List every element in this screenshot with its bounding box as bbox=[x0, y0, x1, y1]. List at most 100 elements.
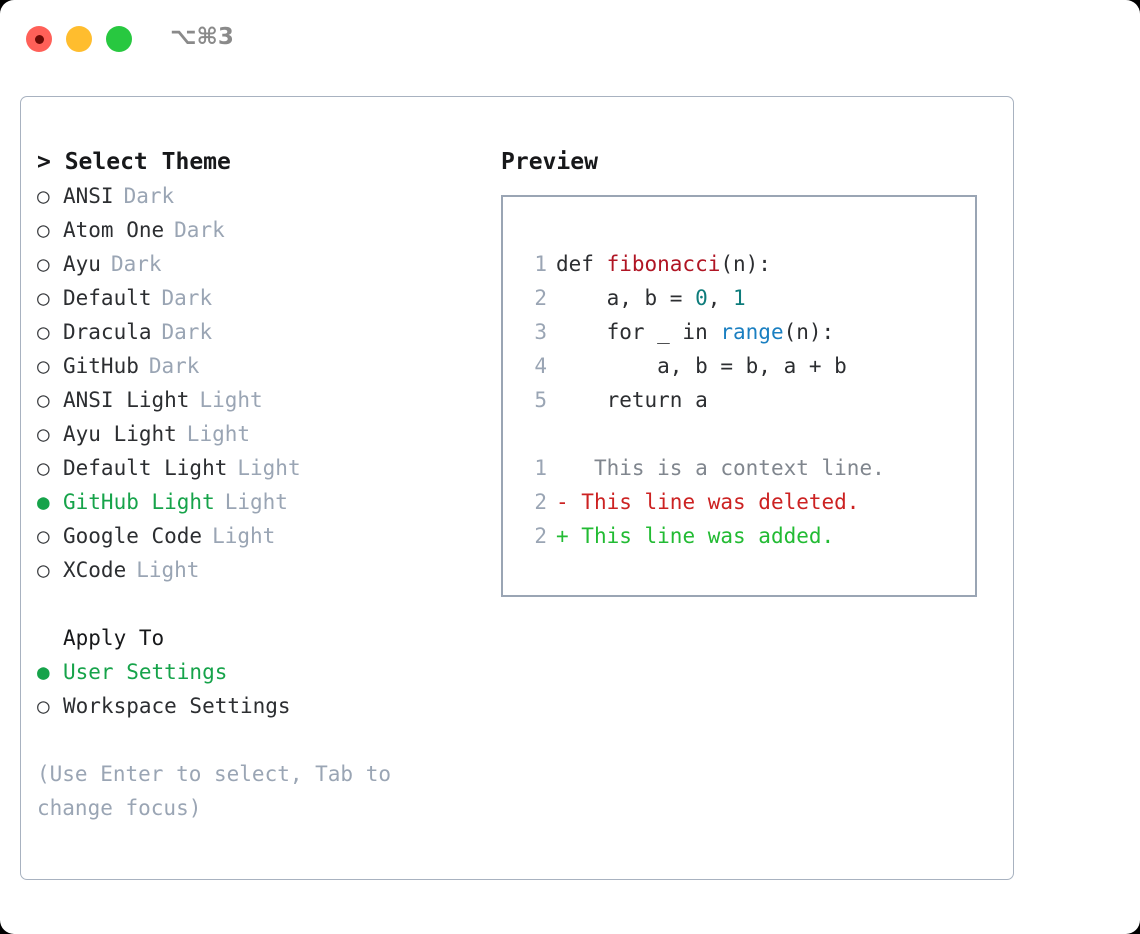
code-token: (n): bbox=[783, 320, 835, 344]
radio-unselected-icon: ○ bbox=[37, 252, 50, 276]
select-theme-header: > Select Theme bbox=[37, 149, 231, 175]
theme-option-dracula[interactable]: ○ Dracula Dark bbox=[37, 315, 497, 349]
code-token: for _ in bbox=[556, 320, 721, 344]
minimize-button[interactable] bbox=[66, 26, 92, 52]
radio-selected-icon: ● bbox=[37, 490, 50, 514]
theme-option-variant-tag: Dark bbox=[110, 252, 162, 276]
code-line-content: def fibonacci(n): bbox=[556, 247, 771, 281]
theme-option-variant-tag: Light bbox=[237, 456, 301, 480]
apply-to-list: ● User Settings ○Workspace Settings bbox=[37, 655, 497, 723]
theme-option-label: XCode bbox=[63, 558, 127, 582]
radio-unselected-icon: ○ bbox=[37, 524, 50, 548]
theme-option-label: Default Light bbox=[63, 456, 228, 480]
theme-option-variant-tag: Light bbox=[212, 524, 276, 548]
radio-unselected-icon: ○ bbox=[37, 694, 50, 718]
preview-header: Preview bbox=[501, 149, 598, 175]
apply-to-option-user-settings[interactable]: ● User Settings bbox=[37, 655, 497, 689]
radio-unselected-icon: ○ bbox=[37, 388, 50, 412]
radio-unselected-icon: ○ bbox=[37, 184, 50, 208]
theme-option-atom-one[interactable]: ○ Atom One Dark bbox=[37, 213, 497, 247]
diff-marker: + bbox=[556, 524, 569, 548]
keyboard-hint: (Use Enter to select, Tab to change focu… bbox=[37, 762, 392, 820]
diff-sample: 1 This is a context line.2- This line wa… bbox=[521, 451, 975, 553]
radio-unselected-icon: ○ bbox=[37, 354, 50, 378]
code-line: 4 a, b = b, a + b bbox=[521, 349, 975, 383]
apply-to-option-workspace-settings[interactable]: ○Workspace Settings bbox=[37, 689, 497, 723]
theme-option-xcode[interactable]: ○ XCode Light bbox=[37, 553, 497, 587]
theme-option-label: Ayu bbox=[63, 252, 101, 276]
code-token: return a bbox=[556, 388, 708, 412]
theme-option-github[interactable]: ○ GitHub Dark bbox=[37, 349, 497, 383]
theme-option-label: GitHub bbox=[63, 354, 139, 378]
theme-option-ayu[interactable]: ○ Ayu Dark bbox=[37, 247, 497, 281]
list-spacer bbox=[37, 587, 497, 621]
theme-option-github-light[interactable]: ● GitHub Light Light bbox=[37, 485, 497, 519]
code-line-content: a, b = b, a + b bbox=[556, 349, 847, 383]
apply-to-header: Apply To bbox=[63, 626, 165, 650]
theme-option-google-code[interactable]: ○ Google Code Light bbox=[37, 519, 497, 553]
theme-option-variant-tag: Dark bbox=[174, 218, 225, 242]
diff-line-content: This line was deleted. bbox=[568, 490, 860, 514]
code-line-content: for _ in range(n): bbox=[556, 315, 835, 349]
code-token: , bbox=[707, 286, 734, 310]
theme-option-label: Dracula bbox=[63, 320, 152, 344]
apply-to-option-label: User Settings bbox=[63, 660, 228, 684]
close-button[interactable] bbox=[26, 26, 52, 52]
code-diff-gap bbox=[521, 417, 975, 451]
theme-option-label: Google Code bbox=[63, 524, 203, 548]
code-token: fibonacci bbox=[606, 252, 721, 276]
code-line: 3 for _ in range(n): bbox=[521, 315, 975, 349]
theme-option-label: Atom One bbox=[63, 218, 165, 242]
zoom-button[interactable] bbox=[106, 26, 132, 52]
code-line-number: 4 bbox=[534, 354, 547, 378]
radio-unselected-icon: ○ bbox=[37, 456, 50, 480]
diff-line: 2 + This line was added. bbox=[521, 519, 975, 553]
theme-option-variant-tag: Dark bbox=[123, 184, 175, 208]
theme-option-variant-tag: Dark bbox=[148, 354, 200, 378]
code-token: (n): bbox=[720, 252, 771, 276]
radio-unselected-icon: ○ bbox=[37, 558, 50, 582]
diff-line-number: 2 bbox=[534, 490, 547, 514]
code-token: def bbox=[556, 252, 607, 276]
radio-unselected-icon: ○ bbox=[37, 320, 50, 344]
theme-option-variant-tag: Light bbox=[199, 388, 263, 412]
diff-line-content: This line was added. bbox=[568, 524, 835, 548]
code-token: 0 bbox=[695, 286, 708, 310]
diff-line-content: This is a context line. bbox=[568, 456, 885, 480]
code-token: a, b = b, a + b bbox=[556, 354, 847, 378]
diff-line-number: 1 bbox=[534, 456, 547, 480]
code-token: a, b = bbox=[556, 286, 696, 310]
theme-option-variant-tag: Dark bbox=[161, 286, 213, 310]
code-line-number: 2 bbox=[534, 286, 547, 310]
theme-option-variant-tag: Light bbox=[224, 490, 288, 514]
code-line: 1 def fibonacci(n): bbox=[521, 247, 975, 281]
theme-option-label: GitHub Light bbox=[63, 490, 215, 514]
window-title-shortcut: ⌥⌘3 bbox=[170, 24, 234, 50]
code-line-number: 1 bbox=[534, 252, 547, 276]
diff-marker bbox=[556, 451, 569, 485]
theme-option-variant-tag: Light bbox=[186, 422, 251, 446]
code-line-content: return a bbox=[556, 383, 708, 417]
diff-line-number: 2 bbox=[534, 524, 547, 548]
theme-option-variant-tag: Dark bbox=[161, 320, 213, 344]
code-line: 2 a, b = 0, 1 bbox=[521, 281, 975, 315]
code-token: range bbox=[720, 320, 784, 344]
radio-unselected-icon: ○ bbox=[37, 218, 50, 242]
diff-line: 1 This is a context line. bbox=[521, 451, 975, 485]
theme-option-variant-tag: Light bbox=[136, 558, 200, 582]
radio-unselected-icon: ○ bbox=[37, 286, 50, 310]
radio-selected-icon: ● bbox=[37, 660, 50, 684]
code-line-number: 3 bbox=[534, 320, 547, 344]
diff-line: 2- This line was deleted. bbox=[521, 485, 975, 519]
theme-option-default-light[interactable]: ○ Default Light Light bbox=[37, 451, 497, 485]
